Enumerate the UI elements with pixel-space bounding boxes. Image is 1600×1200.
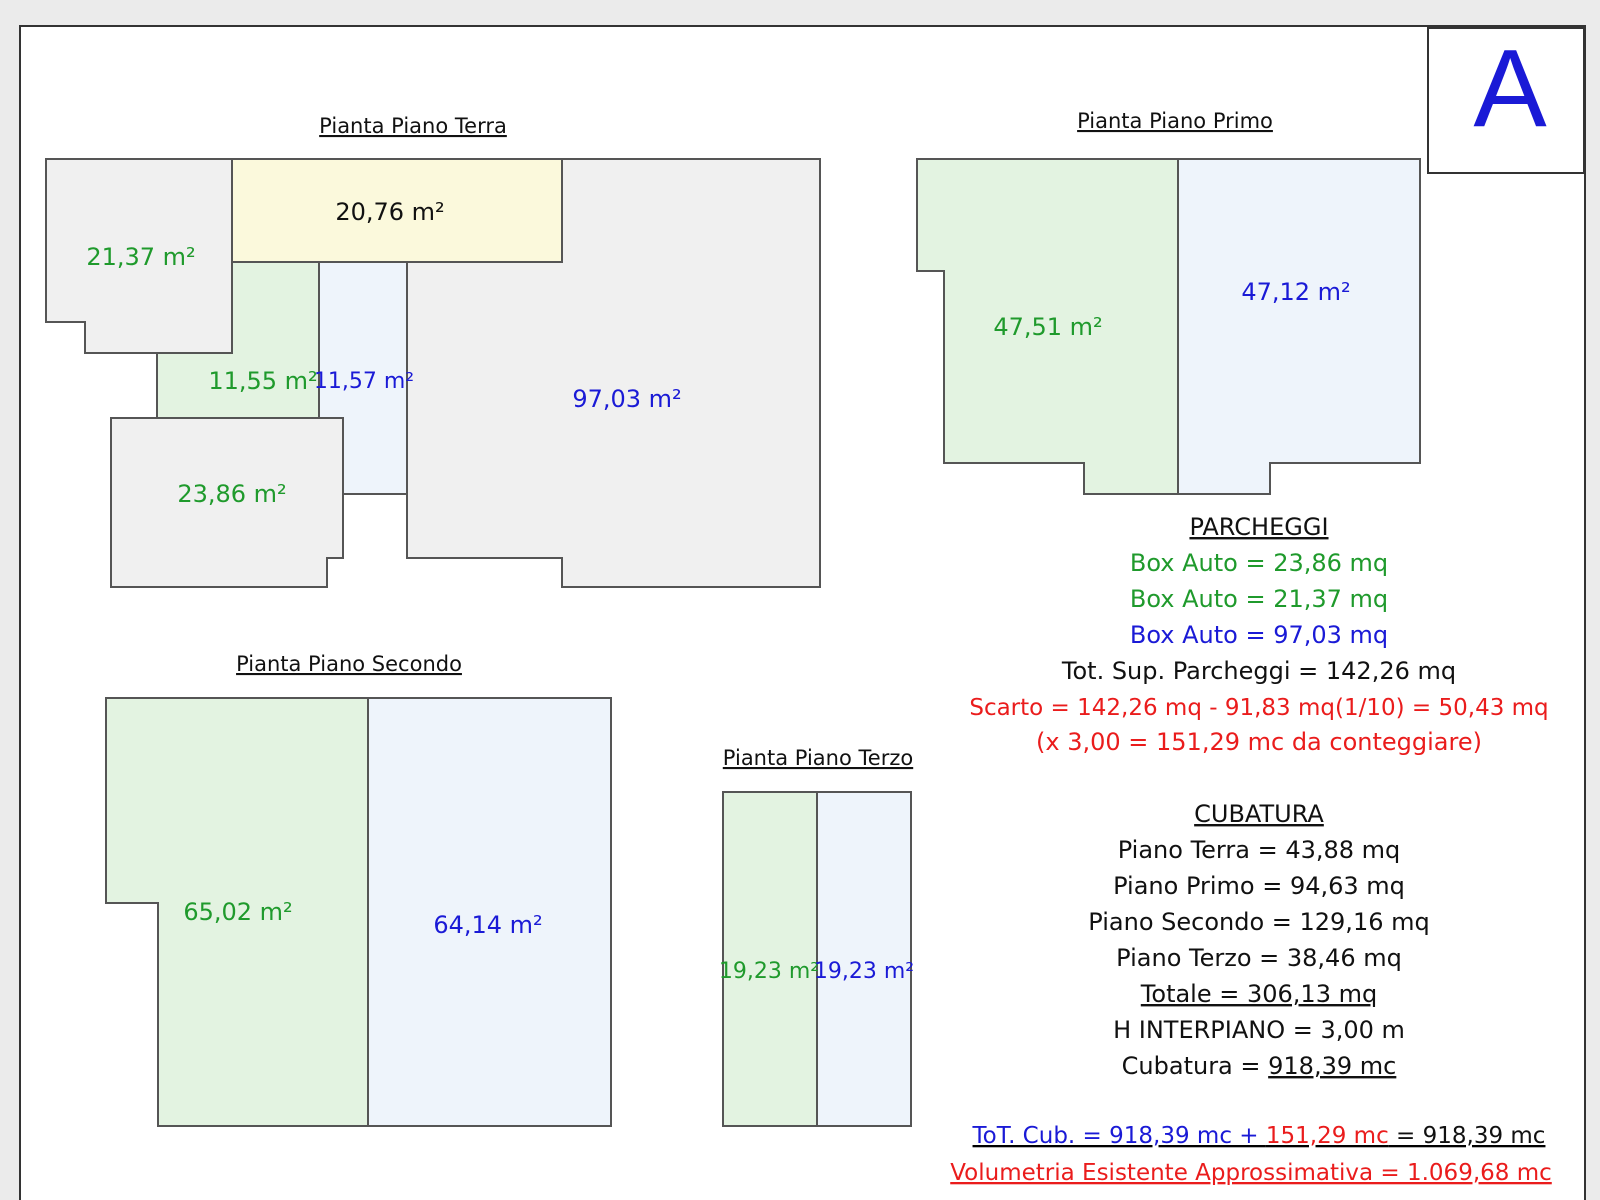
cubatura-piano-secondo: Piano Secondo = 129,16 mq bbox=[1088, 908, 1429, 936]
title-piano-terra: Pianta Piano Terra bbox=[319, 114, 507, 138]
area-label-19-23-right: 19,23 m² bbox=[814, 959, 914, 984]
parcheggi-box-2: Box Auto = 21,37 mq bbox=[1130, 585, 1388, 613]
title-piano-terzo: Pianta Piano Terzo bbox=[723, 746, 913, 770]
volumetria-esistente: Volumetria Esistente Approssimativa = 1.… bbox=[950, 1160, 1552, 1186]
area-label-65-02: 65,02 m² bbox=[183, 898, 292, 926]
area-label-21-37: 21,37 m² bbox=[86, 243, 195, 271]
room-19-23-left bbox=[722, 791, 818, 1127]
tot-cub-part-b: 151,29 mc bbox=[1266, 1123, 1389, 1149]
room-64-14 bbox=[367, 697, 612, 1127]
area-label-64-14: 64,14 m² bbox=[433, 911, 542, 939]
title-piano-secondo: Pianta Piano Secondo bbox=[236, 652, 462, 676]
room-97-03 bbox=[406, 158, 821, 588]
room-23-86 bbox=[110, 417, 344, 588]
area-label-23-86: 23,86 m² bbox=[177, 480, 286, 508]
area-label-97-03: 97,03 m² bbox=[572, 385, 681, 413]
sheet-letter: A bbox=[1473, 27, 1547, 150]
area-label-19-23-left: 19,23 m² bbox=[719, 959, 819, 984]
area-label-20-76: 20,76 m² bbox=[335, 198, 444, 226]
parcheggi-heading: PARCHEGGI bbox=[1189, 513, 1328, 541]
tot-cub-part-a: ToT. Cub. = 918,39 mc + bbox=[972, 1123, 1266, 1149]
cubatura-value: 918,39 mc bbox=[1268, 1052, 1396, 1080]
tot-cub-part-c: = 918,39 mc bbox=[1389, 1123, 1546, 1149]
area-label-47-51: 47,51 m² bbox=[993, 313, 1102, 341]
cubatura-totale: Totale = 306,13 mq bbox=[1140, 980, 1377, 1008]
room-47-12 bbox=[1177, 158, 1421, 495]
parcheggi-box-1: Box Auto = 23,86 mq bbox=[1130, 549, 1388, 577]
cubatura-piano-terzo: Piano Terzo = 38,46 mq bbox=[1116, 944, 1402, 972]
room-19-23-right bbox=[816, 791, 912, 1127]
tot-cub-line: ToT. Cub. = 918,39 mc + 151,29 mc = 918,… bbox=[972, 1123, 1546, 1149]
cubatura-label: Cubatura = bbox=[1122, 1052, 1268, 1080]
room-20-76 bbox=[231, 158, 563, 263]
cubatura-piano-terra: Piano Terra = 43,88 mq bbox=[1118, 836, 1401, 864]
area-label-47-12: 47,12 m² bbox=[1241, 278, 1350, 306]
parcheggi-scarto-note: (x 3,00 = 151,29 mc da conteggiare) bbox=[1036, 728, 1482, 756]
parcheggi-totale: Tot. Sup. Parcheggi = 142,26 mq bbox=[1061, 657, 1456, 685]
cubatura-result: Cubatura = 918,39 mc bbox=[1122, 1052, 1397, 1080]
area-label-11-57: 11,57 m² bbox=[314, 369, 414, 394]
cubatura-piano-primo: Piano Primo = 94,63 mq bbox=[1113, 872, 1405, 900]
cubatura-heading: CUBATURA bbox=[1194, 800, 1324, 828]
parcheggi-scarto: Scarto = 142,26 mq - 91,83 mq(1/10) = 50… bbox=[969, 695, 1548, 721]
parcheggi-box-3: Box Auto = 97,03 mq bbox=[1130, 621, 1388, 649]
sheet-letter-box bbox=[1427, 27, 1585, 174]
title-piano-primo: Pianta Piano Primo bbox=[1077, 109, 1273, 133]
area-label-11-55: 11,55 m² bbox=[208, 367, 317, 395]
cubatura-h-interpiano: H INTERPIANO = 3,00 m bbox=[1113, 1016, 1405, 1044]
